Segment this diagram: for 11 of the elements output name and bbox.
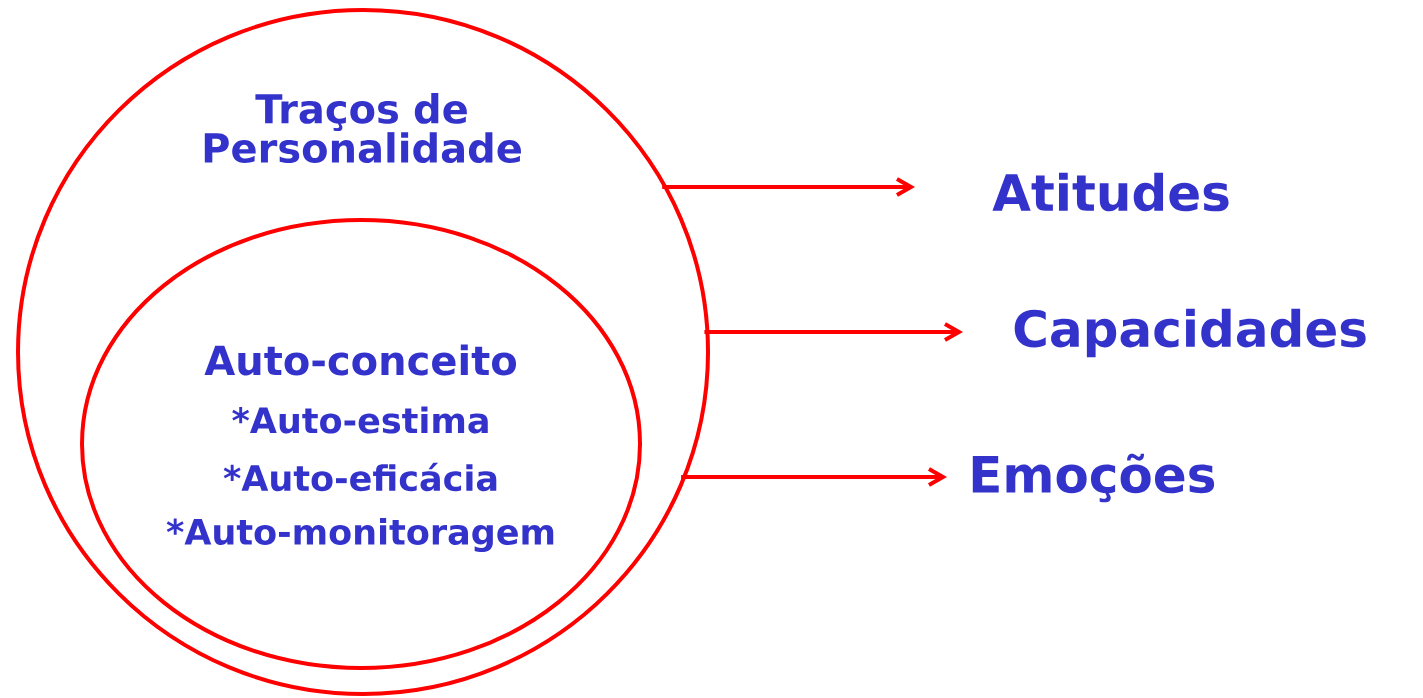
ellipse-heading: Auto-conceito: [204, 344, 517, 376]
outcome-label: Capacidades: [1014, 308, 1366, 358]
list-item: *Auto-eficácia: [223, 462, 497, 492]
outcome-label: Atitudes: [992, 172, 1229, 212]
arrow: [681, 467, 947, 487]
list-item: *Auto-estima: [232, 406, 488, 434]
outcome-label: Emoções: [972, 453, 1215, 503]
arrow: [662, 177, 915, 197]
circle-heading: Traços de Personalidade: [204, 92, 521, 164]
arrow: [704, 322, 963, 342]
list-item: *Auto-monitoragem: [166, 517, 554, 553]
